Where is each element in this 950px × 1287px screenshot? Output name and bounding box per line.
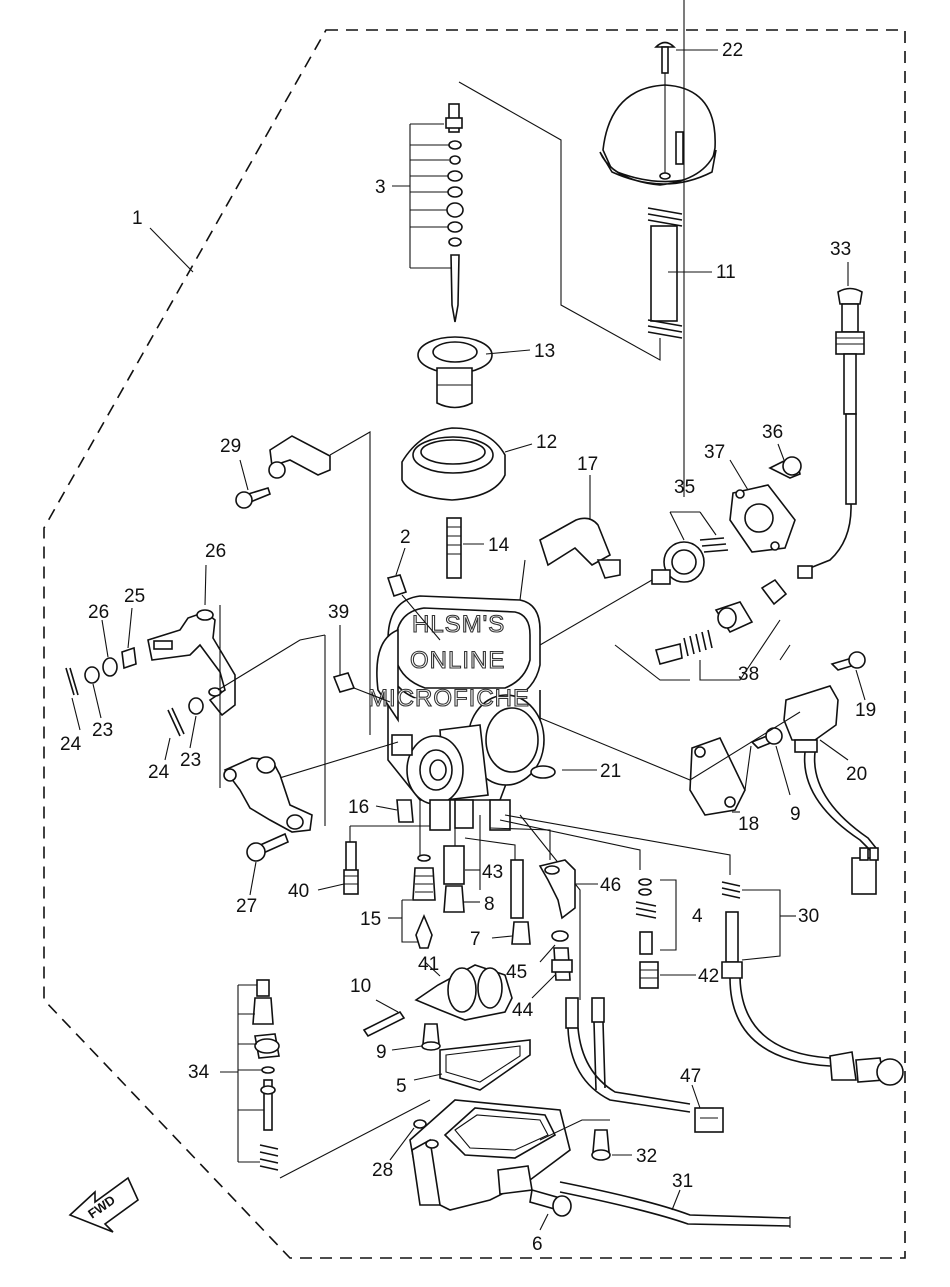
callout-41: 41: [418, 954, 439, 975]
callout-17: 17: [577, 454, 598, 475]
cable-bracket: [65, 605, 326, 788]
callout-27: 27: [236, 896, 257, 917]
callout-23a: 23: [92, 720, 113, 741]
pilot-screw-set: [220, 979, 280, 1171]
carburetor-body: [239, 595, 545, 831]
choke-plunger-set: [614, 578, 788, 681]
callout-40: 40: [288, 881, 309, 902]
float: [414, 964, 513, 1021]
callout-44: 44: [512, 1000, 534, 1021]
callout-24a: 24: [60, 734, 82, 755]
callout-5: 5: [396, 1076, 407, 1097]
callout-20: 20: [846, 764, 867, 785]
callout-23b: 23: [180, 750, 201, 771]
callout-37: 37: [704, 442, 725, 463]
callout-21: 21: [600, 761, 621, 782]
callout-38: 38: [738, 664, 759, 685]
drain-hoses: [565, 997, 724, 1133]
needle-jet: [446, 517, 462, 579]
callout-1: 1: [132, 208, 143, 229]
watermark-line2: ONLINE: [410, 647, 505, 674]
callout-47: 47: [680, 1066, 701, 1087]
callout-29: 29: [220, 436, 241, 457]
enricher-cover: [729, 456, 802, 553]
callout-30: 30: [798, 906, 819, 927]
choke-cable: [797, 287, 865, 579]
callout-9a: 9: [790, 804, 801, 825]
jet-alignment-lines: [349, 800, 731, 1000]
jet-needle-set: [392, 103, 464, 323]
float-bowl: [279, 1099, 610, 1211]
callout-12: 12: [536, 432, 557, 453]
callout-35: 35: [674, 477, 695, 498]
callout-26b: 26: [205, 541, 226, 562]
callout-14: 14: [488, 535, 510, 556]
callout-3: 3: [375, 177, 386, 198]
callout-11: 11: [716, 262, 736, 283]
callout-22: 22: [722, 40, 743, 61]
callout-42: 42: [698, 966, 719, 987]
elbow-fitting: [519, 517, 621, 601]
callout-10: 10: [350, 976, 371, 997]
pilot-jet: [343, 841, 359, 895]
watermark: HLSM'S ONLINE MICROFICHE: [367, 610, 530, 712]
callout-2: 2: [400, 527, 411, 548]
main-jet-assembly: [401, 854, 436, 949]
callout-8: 8: [484, 894, 495, 915]
top-cap-assembly: [599, 41, 717, 339]
callout-34: 34: [188, 1062, 210, 1083]
watermark-line3: MICROFICHE: [368, 685, 530, 712]
callout-6: 6: [532, 1234, 543, 1255]
assembly-boundary: [43, 29, 906, 1259]
enricher-valve: [539, 537, 729, 646]
callout-labels: 1 2 3 4 5 6 7 8 9 9 10 11 13 12 14 15 16…: [60, 40, 876, 1255]
jet-spring-set: [635, 878, 677, 955]
watermark-line1: HLSM'S: [412, 611, 505, 638]
throttle-stop-screw: [721, 881, 904, 1086]
callout-28: 28: [372, 1160, 393, 1181]
callout-26a: 26: [88, 602, 109, 623]
needle-valve: [551, 947, 573, 981]
callout-9b: 9: [376, 1042, 387, 1063]
fwd-arrow-badge: FWD: [68, 1176, 139, 1233]
callout-45: 45: [506, 962, 527, 983]
diaphragm-piston: [417, 336, 493, 409]
diaphragm-seal: [401, 427, 506, 501]
callout-7: 7: [470, 929, 481, 950]
callout-19: 19: [855, 700, 876, 721]
callout-43: 43: [482, 862, 503, 883]
sensor-bracket: [235, 431, 371, 735]
callout-33: 33: [830, 239, 851, 260]
callout-4: 4: [692, 906, 703, 927]
callout-36: 36: [762, 422, 783, 443]
callout-18: 18: [738, 814, 759, 835]
callout-16: 16: [348, 797, 369, 818]
throttle-position-sensor: [539, 651, 879, 895]
callout-25: 25: [124, 586, 145, 607]
callout-13: 13: [534, 341, 555, 362]
leader-lines: [71, 0, 866, 1231]
callout-32: 32: [636, 1146, 657, 1167]
throttle-lever: [223, 756, 313, 862]
callout-15: 15: [360, 909, 381, 930]
callout-46: 46: [600, 875, 621, 896]
callout-24b: 24: [148, 762, 170, 783]
callout-39: 39: [328, 602, 349, 623]
callout-31: 31: [672, 1171, 693, 1192]
